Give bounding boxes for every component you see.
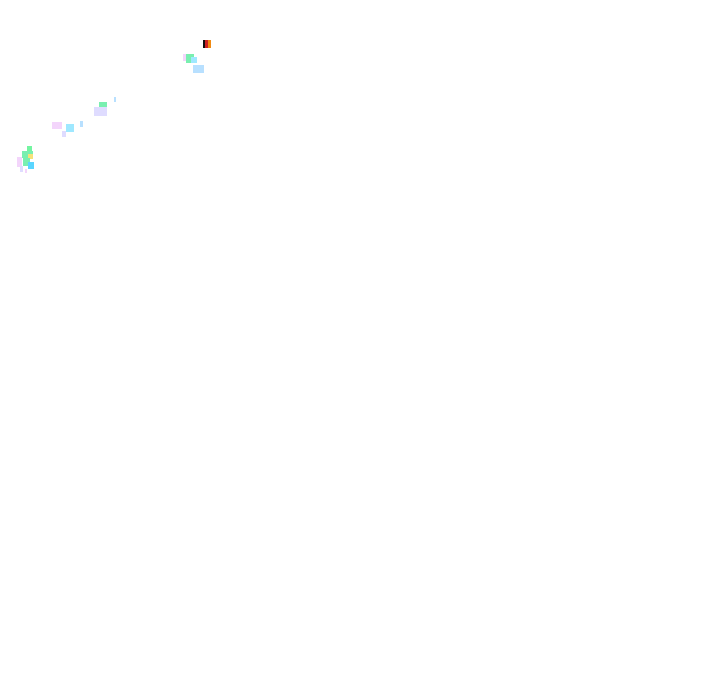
- pixel-black: [203, 40, 205, 48]
- pixel-cluster-left-mid: [52, 121, 83, 137]
- pixel-lavender: [62, 131, 66, 137]
- pixel-pink: [52, 122, 62, 129]
- pixel-cyan: [28, 162, 34, 169]
- pixel-pink: [25, 169, 27, 173]
- pixel-cluster-bottom-left: [17, 146, 34, 173]
- pixel-yellow: [28, 154, 33, 159]
- pixel-lightblue: [193, 65, 204, 73]
- pixel-pink: [183, 54, 186, 61]
- pixel-mint: [23, 158, 30, 166]
- pixel-red: [205, 40, 208, 48]
- pixel-lavender: [94, 107, 107, 116]
- pixel-orange: [208, 40, 211, 48]
- pixel-aqua: [66, 124, 74, 132]
- pixel-lightblue: [114, 97, 116, 102]
- pixel-mint: [186, 54, 194, 63]
- pixel-cluster-middle: [94, 97, 116, 116]
- pixel-lavender: [20, 166, 23, 172]
- pixel-mint: [22, 151, 33, 158]
- pixel-lime: [27, 146, 32, 152]
- pixel-mint: [99, 102, 107, 109]
- pixel-pink: [17, 157, 22, 167]
- pixel-lightblue: [80, 121, 83, 127]
- pixel-cluster-top: [183, 40, 211, 73]
- pixel-aqua: [191, 57, 197, 63]
